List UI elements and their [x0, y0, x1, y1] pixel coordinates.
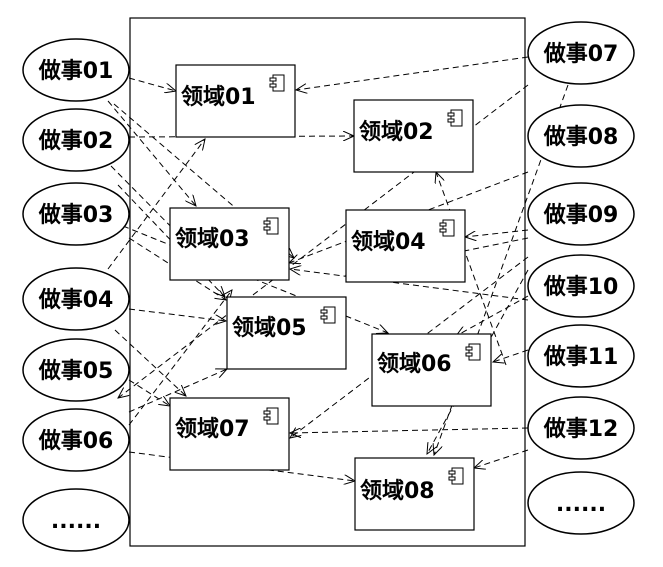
dependency-arrow: [290, 427, 529, 433]
domain-05-label: 领域05: [232, 315, 307, 341]
actor-left-02-label: 做事02: [38, 128, 114, 154]
actor-right-09: 做事09: [527, 182, 635, 246]
domain-05: 领域05: [226, 296, 347, 370]
dependency-arrow: [296, 56, 529, 90]
domain-02: 领域02: [353, 99, 474, 173]
domain-03-label: 领域03: [175, 226, 250, 252]
component-icon: [320, 306, 336, 324]
actor-left-06-label: 做事06: [38, 428, 114, 454]
dependency-arrow: [128, 379, 170, 406]
dependency-arrow: [128, 290, 232, 426]
component-icon: [447, 109, 463, 127]
actor-left-04: 做事04: [22, 267, 130, 331]
actor-left-more: ......: [22, 488, 130, 552]
actor-left-01-label: 做事01: [38, 58, 114, 84]
domain-01-label: 领域01: [181, 84, 256, 110]
domain-04-label: 领域04: [351, 229, 426, 255]
actor-left-03-label: 做事03: [38, 202, 114, 228]
dependency-arrow: [128, 237, 226, 300]
dependency-arrow: [128, 369, 227, 413]
actor-right-08-label: 做事08: [543, 124, 619, 150]
actor-right-more-label: ......: [556, 492, 606, 517]
actor-right-07-label: 做事07: [543, 41, 619, 67]
domain-04: 领域04: [345, 209, 466, 283]
actor-right-12-label: 做事12: [543, 416, 619, 442]
dependency-arrow: [289, 171, 529, 263]
dependency-arrow: [456, 295, 529, 336]
actor-right-more: ......: [527, 471, 635, 535]
actor-left-02: 做事02: [22, 108, 130, 172]
actor-right-09-label: 做事09: [543, 202, 619, 228]
domain-06: 领域06: [371, 333, 492, 407]
actor-left-more-label: ......: [51, 509, 101, 534]
actor-left-03: 做事03: [22, 182, 130, 246]
domain-01: 领域01: [175, 64, 296, 138]
actor-left-04-label: 做事04: [38, 287, 114, 313]
actor-left-01: 做事01: [22, 38, 130, 102]
component-icon: [448, 467, 464, 485]
dependency-arrow: [474, 449, 529, 468]
actor-right-11-label: 做事11: [543, 344, 619, 370]
domain-07: 领域07: [169, 397, 290, 471]
domain-06-label: 领域06: [377, 351, 452, 377]
dependency-arrow: [128, 77, 176, 91]
actor-right-10: 做事10: [527, 254, 635, 318]
actor-right-10-label: 做事10: [543, 274, 619, 300]
domain-02-label: 领域02: [359, 119, 434, 145]
dependency-arrow: [114, 329, 186, 396]
component-icon: [269, 74, 285, 92]
system-boundary: [129, 17, 526, 547]
actor-right-11: 做事11: [527, 324, 635, 388]
actor-left-05-label: 做事05: [38, 358, 114, 384]
dependency-arrow: [465, 229, 529, 237]
actor-right-07: 做事07: [527, 21, 635, 85]
dependency-arrow: [107, 100, 196, 206]
dependency-arrow: [128, 308, 226, 321]
domain-07-label: 领域07: [175, 416, 250, 442]
actor-right-08: 做事08: [527, 104, 635, 168]
domain-08-label: 领域08: [360, 478, 435, 504]
domain-03: 领域03: [169, 207, 290, 281]
actor-left-06: 做事06: [22, 408, 130, 472]
component-icon: [465, 343, 481, 361]
actor-left-05: 做事05: [22, 338, 130, 402]
dependency-arrow: [493, 349, 529, 362]
domain-08: 领域08: [354, 457, 475, 531]
dependency-arrow: [117, 184, 225, 297]
dependency-arrow: [107, 139, 205, 270]
component-icon: [263, 217, 279, 235]
dependency-arrow: [290, 269, 529, 301]
actor-right-12: 做事12: [527, 396, 635, 460]
component-icon: [263, 407, 279, 425]
component-icon: [439, 219, 455, 237]
dependency-arrow: [436, 172, 507, 366]
